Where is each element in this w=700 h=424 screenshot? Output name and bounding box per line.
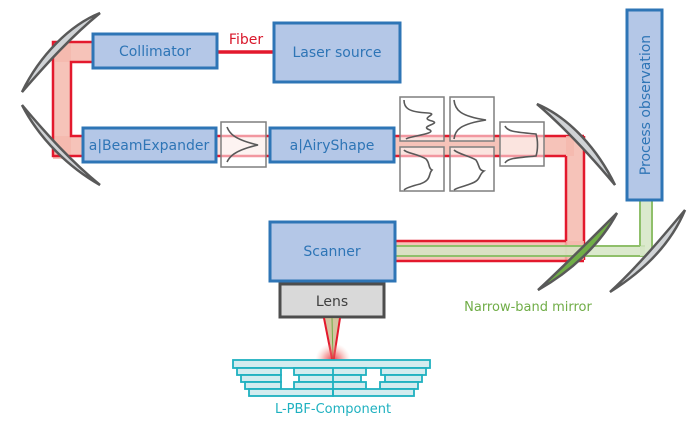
beam-segment-left-vertical <box>53 42 71 159</box>
narrow-band-mirror <box>537 212 619 292</box>
airy-shape-label: a|AiryShape <box>290 138 375 154</box>
lens-box[interactable]: Lens <box>278 282 386 319</box>
beam-profile-gaussian-1 <box>220 121 267 168</box>
beam-profile-gaussian-2 <box>449 96 495 142</box>
process-observation-box[interactable]: Process observation <box>625 8 664 202</box>
beam-profile-flattop <box>499 121 545 167</box>
airy-shape-box[interactable]: a|AiryShape <box>268 126 396 164</box>
scanner-label: Scanner <box>303 244 361 260</box>
mirror-right <box>536 102 617 186</box>
mirror-bottom-left <box>20 104 101 187</box>
lpbf-component <box>232 359 431 397</box>
laser-source-box[interactable]: Laser source <box>272 21 402 84</box>
observation-beam-path <box>395 200 653 257</box>
lpbf-component-label: L-PBF-Component <box>275 402 391 417</box>
fiber-label: Fiber <box>229 32 263 48</box>
collimator-box[interactable]: Collimator <box>91 32 219 70</box>
mirror-observation <box>609 209 687 294</box>
process-observation-label: Process observation <box>638 35 654 175</box>
narrow-band-mirror-label: Narrow-band mirror <box>464 300 592 315</box>
beam-expander-box[interactable]: a|BeamExpander <box>81 126 218 164</box>
laser-source-label: Laser source <box>293 45 382 61</box>
lens-label: Lens <box>316 294 348 310</box>
beam-profile-flattop-ripple-2 <box>449 146 495 192</box>
mirror-top-left <box>20 11 101 93</box>
collimator-label: Collimator <box>119 44 191 60</box>
beam-segment-right-vertical <box>566 136 584 260</box>
beam-expander-label: a|BeamExpander <box>89 138 210 154</box>
beam-profile-flattop-ripple-1 <box>399 146 445 192</box>
scanner-box[interactable]: Scanner <box>268 220 397 283</box>
beam-profile-multipeak <box>399 96 445 142</box>
